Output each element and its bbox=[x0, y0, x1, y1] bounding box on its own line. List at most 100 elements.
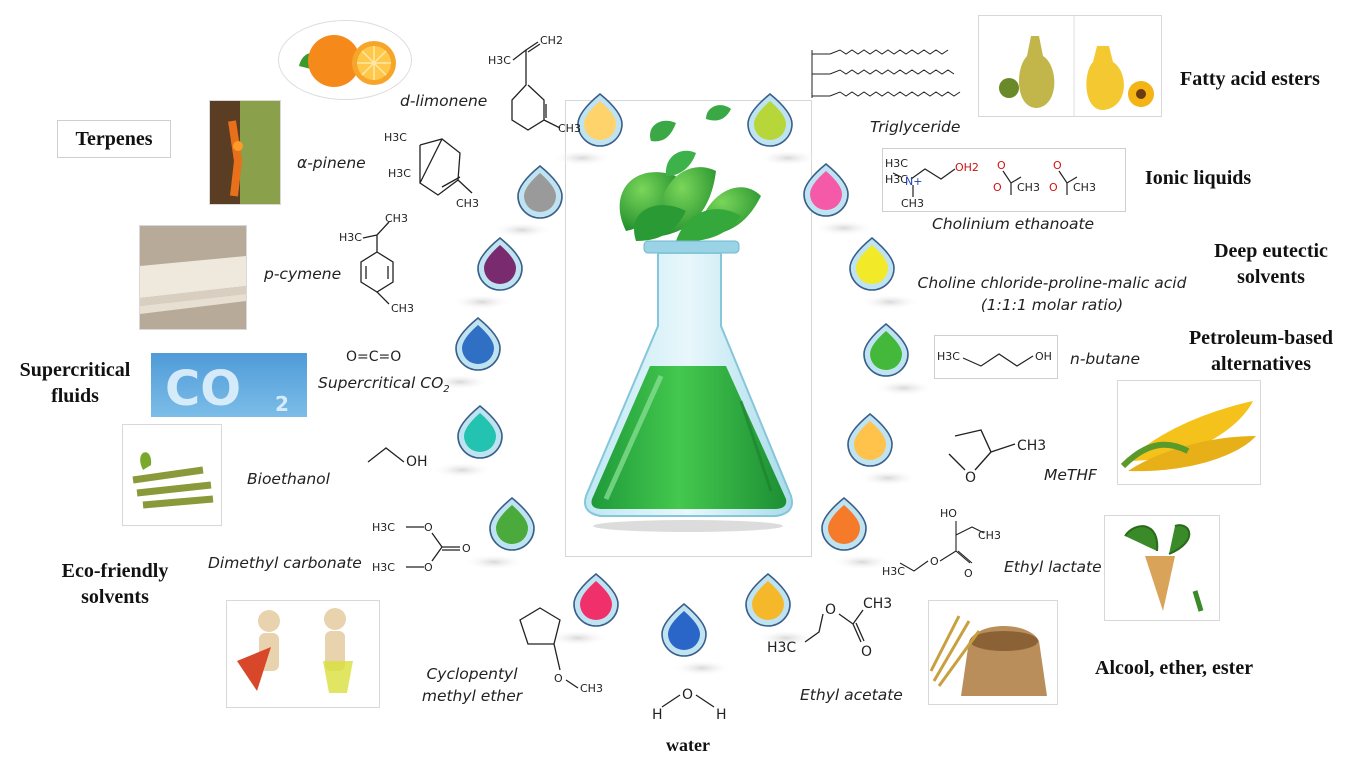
cholinium-h3c-1: H3C bbox=[885, 157, 908, 170]
lactate-ch3: CH3 bbox=[978, 529, 1000, 542]
cholinium-ch3: CH3 bbox=[901, 197, 924, 210]
people-image bbox=[226, 600, 380, 708]
label-ethyl-acetate: Ethyl acetate bbox=[800, 686, 903, 704]
dmc-o-bottom: O bbox=[424, 561, 433, 574]
category-supercritical: Supercritical fluids bbox=[8, 357, 142, 409]
dmc-o-top: O bbox=[424, 521, 433, 534]
cpme-line2: methyl ether bbox=[421, 687, 523, 705]
acetate1-ch3: CH3 bbox=[1017, 181, 1040, 194]
tree-bark-icon bbox=[210, 101, 280, 204]
category-eco-friendly: Eco-friendly solvents bbox=[48, 558, 182, 610]
structure-ethyl-lactate: HO CH3 O O H3C bbox=[882, 507, 1000, 580]
oil-jars-image bbox=[978, 15, 1162, 117]
structure-p-cymene: CH3 H3C CH3 bbox=[339, 212, 414, 315]
drop-icon bbox=[430, 316, 501, 390]
acetate-o-ester: O bbox=[825, 602, 836, 618]
label-dimethyl-carbonate: Dimethyl carbonate bbox=[208, 554, 362, 572]
svg-text:CO: CO bbox=[165, 361, 241, 417]
sugarcane-icon bbox=[132, 452, 214, 509]
label-supercritical-co2: Supercritical CO2 bbox=[318, 374, 450, 395]
label-ccpm: Choline chloride-proline-malic acid (1:1… bbox=[909, 272, 1195, 316]
supercritical-line1: Supercritical bbox=[19, 359, 131, 381]
drop-icon bbox=[747, 92, 818, 166]
acetate-ch3: CH3 bbox=[863, 596, 892, 612]
label-d-limonene: d-limonene bbox=[400, 92, 488, 110]
category-terpenes: Terpenes bbox=[75, 128, 153, 150]
category-ionic-liquids: Ionic liquids bbox=[1145, 167, 1252, 189]
structure-ethanol: OH bbox=[367, 447, 428, 470]
cpme-line1: Cyclopentyl bbox=[426, 665, 518, 683]
d-limonene-h3c: H3C bbox=[488, 54, 511, 67]
d-limonene-ch3: CH3 bbox=[558, 122, 581, 135]
label-cholinium: Cholinium ethanoate bbox=[932, 215, 1095, 233]
category-fatty-acid-esters: Fatty acid esters bbox=[1180, 68, 1320, 90]
category-deep-eutectic: Deep eutectic solvents bbox=[1206, 238, 1336, 290]
supercritical-line2: fluids bbox=[51, 385, 99, 407]
deep-eutectic-line1: Deep eutectic bbox=[1214, 240, 1328, 262]
flask-panel bbox=[565, 100, 812, 557]
label-cpme: Cyclopentyl methyl ether bbox=[420, 663, 524, 707]
structure-dimethyl-carbonate: H3C O O H3C O bbox=[372, 521, 471, 574]
d-limonene-ch2: CH2 bbox=[540, 34, 563, 47]
dmc-o-right: O bbox=[462, 542, 471, 555]
orange-fruit-icon bbox=[299, 35, 396, 87]
label-bioethanol: Bioethanol bbox=[247, 470, 330, 488]
label-methf: MeTHF bbox=[1044, 466, 1097, 484]
p-cymene-ch3-bottom: CH3 bbox=[391, 302, 414, 315]
drop-icon bbox=[863, 322, 934, 396]
sugarcane-image bbox=[122, 424, 222, 526]
lactate-ho: HO bbox=[940, 507, 957, 520]
drop-icon bbox=[552, 92, 623, 166]
alpha-pinene-ch3: CH3 bbox=[456, 197, 479, 210]
structure-d-limonene: H3C CH2 CH3 bbox=[488, 34, 581, 135]
methf-ch3: CH3 bbox=[1017, 438, 1046, 454]
petroleum-line2: alternatives bbox=[1211, 353, 1311, 375]
beet-icon bbox=[1124, 524, 1204, 612]
label-ethyl-lactate: Ethyl lactate bbox=[1004, 558, 1102, 576]
co2-label-text: Supercritical CO bbox=[318, 374, 444, 392]
leaves-icon bbox=[619, 105, 761, 242]
structure-ethyl-acetate: H3C O CH3 O bbox=[767, 596, 892, 660]
structure-n-butane: H3C OH bbox=[937, 350, 1052, 367]
structure-water: O H H bbox=[652, 687, 727, 723]
tree-resin-image bbox=[209, 100, 281, 205]
petroleum-line1: Petroleum-based bbox=[1188, 327, 1334, 349]
acetate2-o-top: O bbox=[1053, 159, 1062, 172]
acetate2-o-left: O bbox=[1049, 181, 1058, 194]
svg-text:2: 2 bbox=[275, 392, 289, 416]
drop-icon bbox=[661, 602, 732, 676]
drop-icon bbox=[803, 162, 874, 236]
p-cymene-ch3-top: CH3 bbox=[385, 212, 408, 225]
drop-icon bbox=[492, 164, 563, 238]
category-alcool-ether-ester: Alcool, ether, ester bbox=[1095, 657, 1254, 679]
label-n-butane: n-butane bbox=[1070, 350, 1141, 368]
eco-line2: solvents bbox=[81, 586, 149, 608]
cholinium-h3c-2: H3C bbox=[885, 173, 908, 186]
cholinium-oh2: OH2 bbox=[955, 161, 979, 174]
acetate-o-carbonyl: O bbox=[861, 644, 872, 660]
alpha-pinene-h3c-left: H3C bbox=[388, 167, 411, 180]
structure-alpha-pinene: H3C H3C CH3 bbox=[384, 131, 479, 210]
grain-sack-icon bbox=[929, 615, 1047, 696]
cholinium-n: N+ bbox=[905, 175, 922, 188]
acetate1-o-top: O bbox=[997, 159, 1006, 172]
drop-icon bbox=[745, 572, 816, 646]
oranges-image bbox=[278, 20, 412, 100]
deep-eutectic-line2: solvents bbox=[1237, 266, 1305, 288]
structure-cpme: O CH3 bbox=[519, 607, 603, 695]
paper-stack-icon bbox=[140, 226, 246, 329]
co2-formula: O=C=O bbox=[346, 349, 401, 365]
alpha-pinene-h3c-top: H3C bbox=[384, 131, 407, 144]
category-petroleum: Petroleum-based alternatives bbox=[1176, 325, 1346, 377]
label-p-cymene: p-cymene bbox=[264, 265, 342, 283]
acetate2-ch3: CH3 bbox=[1073, 181, 1096, 194]
grain-sack-image bbox=[928, 600, 1058, 705]
cpme-ch3: CH3 bbox=[580, 682, 603, 695]
water-o: O bbox=[682, 687, 693, 703]
water-label-text: water bbox=[666, 735, 710, 755]
drop-icon bbox=[548, 572, 619, 646]
figures-icon bbox=[237, 608, 353, 693]
drop-icon bbox=[452, 236, 523, 310]
eco-line1: Eco-friendly bbox=[61, 560, 169, 582]
structure-methf: O CH3 bbox=[948, 429, 1046, 486]
